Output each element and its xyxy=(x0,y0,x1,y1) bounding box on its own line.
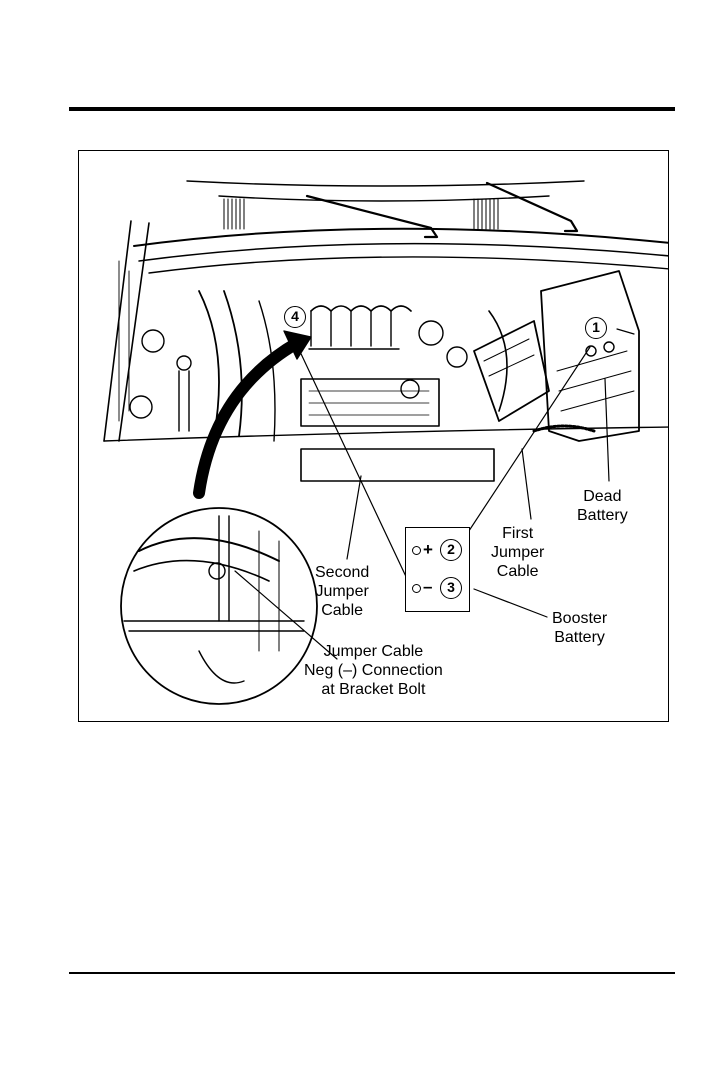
first-jumper-cable-label: First Jumper Cable xyxy=(491,524,544,581)
footer-rule xyxy=(69,972,675,974)
positive-terminal-label: + xyxy=(423,540,433,560)
negative-terminal-label: – xyxy=(423,577,432,597)
header-rule xyxy=(69,107,675,111)
booster-battery-label: Booster Battery xyxy=(552,609,607,647)
step-1-badge: 1 xyxy=(585,317,607,339)
step-4-badge: 4 xyxy=(284,306,306,328)
booster-battery-box: + 2 – 3 xyxy=(405,527,470,612)
step-3-badge: 3 xyxy=(440,577,462,599)
second-jumper-cable-label: Second Jumper Cable xyxy=(315,563,369,620)
step-2-badge: 2 xyxy=(440,539,462,561)
dead-battery-label: Dead Battery xyxy=(577,487,628,525)
neg-connection-label: Jumper Cable Neg (–) Connection at Brack… xyxy=(304,642,443,699)
negative-post xyxy=(412,584,421,593)
jump-start-figure: 4 1 + 2 – 3 Dead Battery First Jumper Ca… xyxy=(78,150,669,722)
positive-post xyxy=(412,546,421,555)
